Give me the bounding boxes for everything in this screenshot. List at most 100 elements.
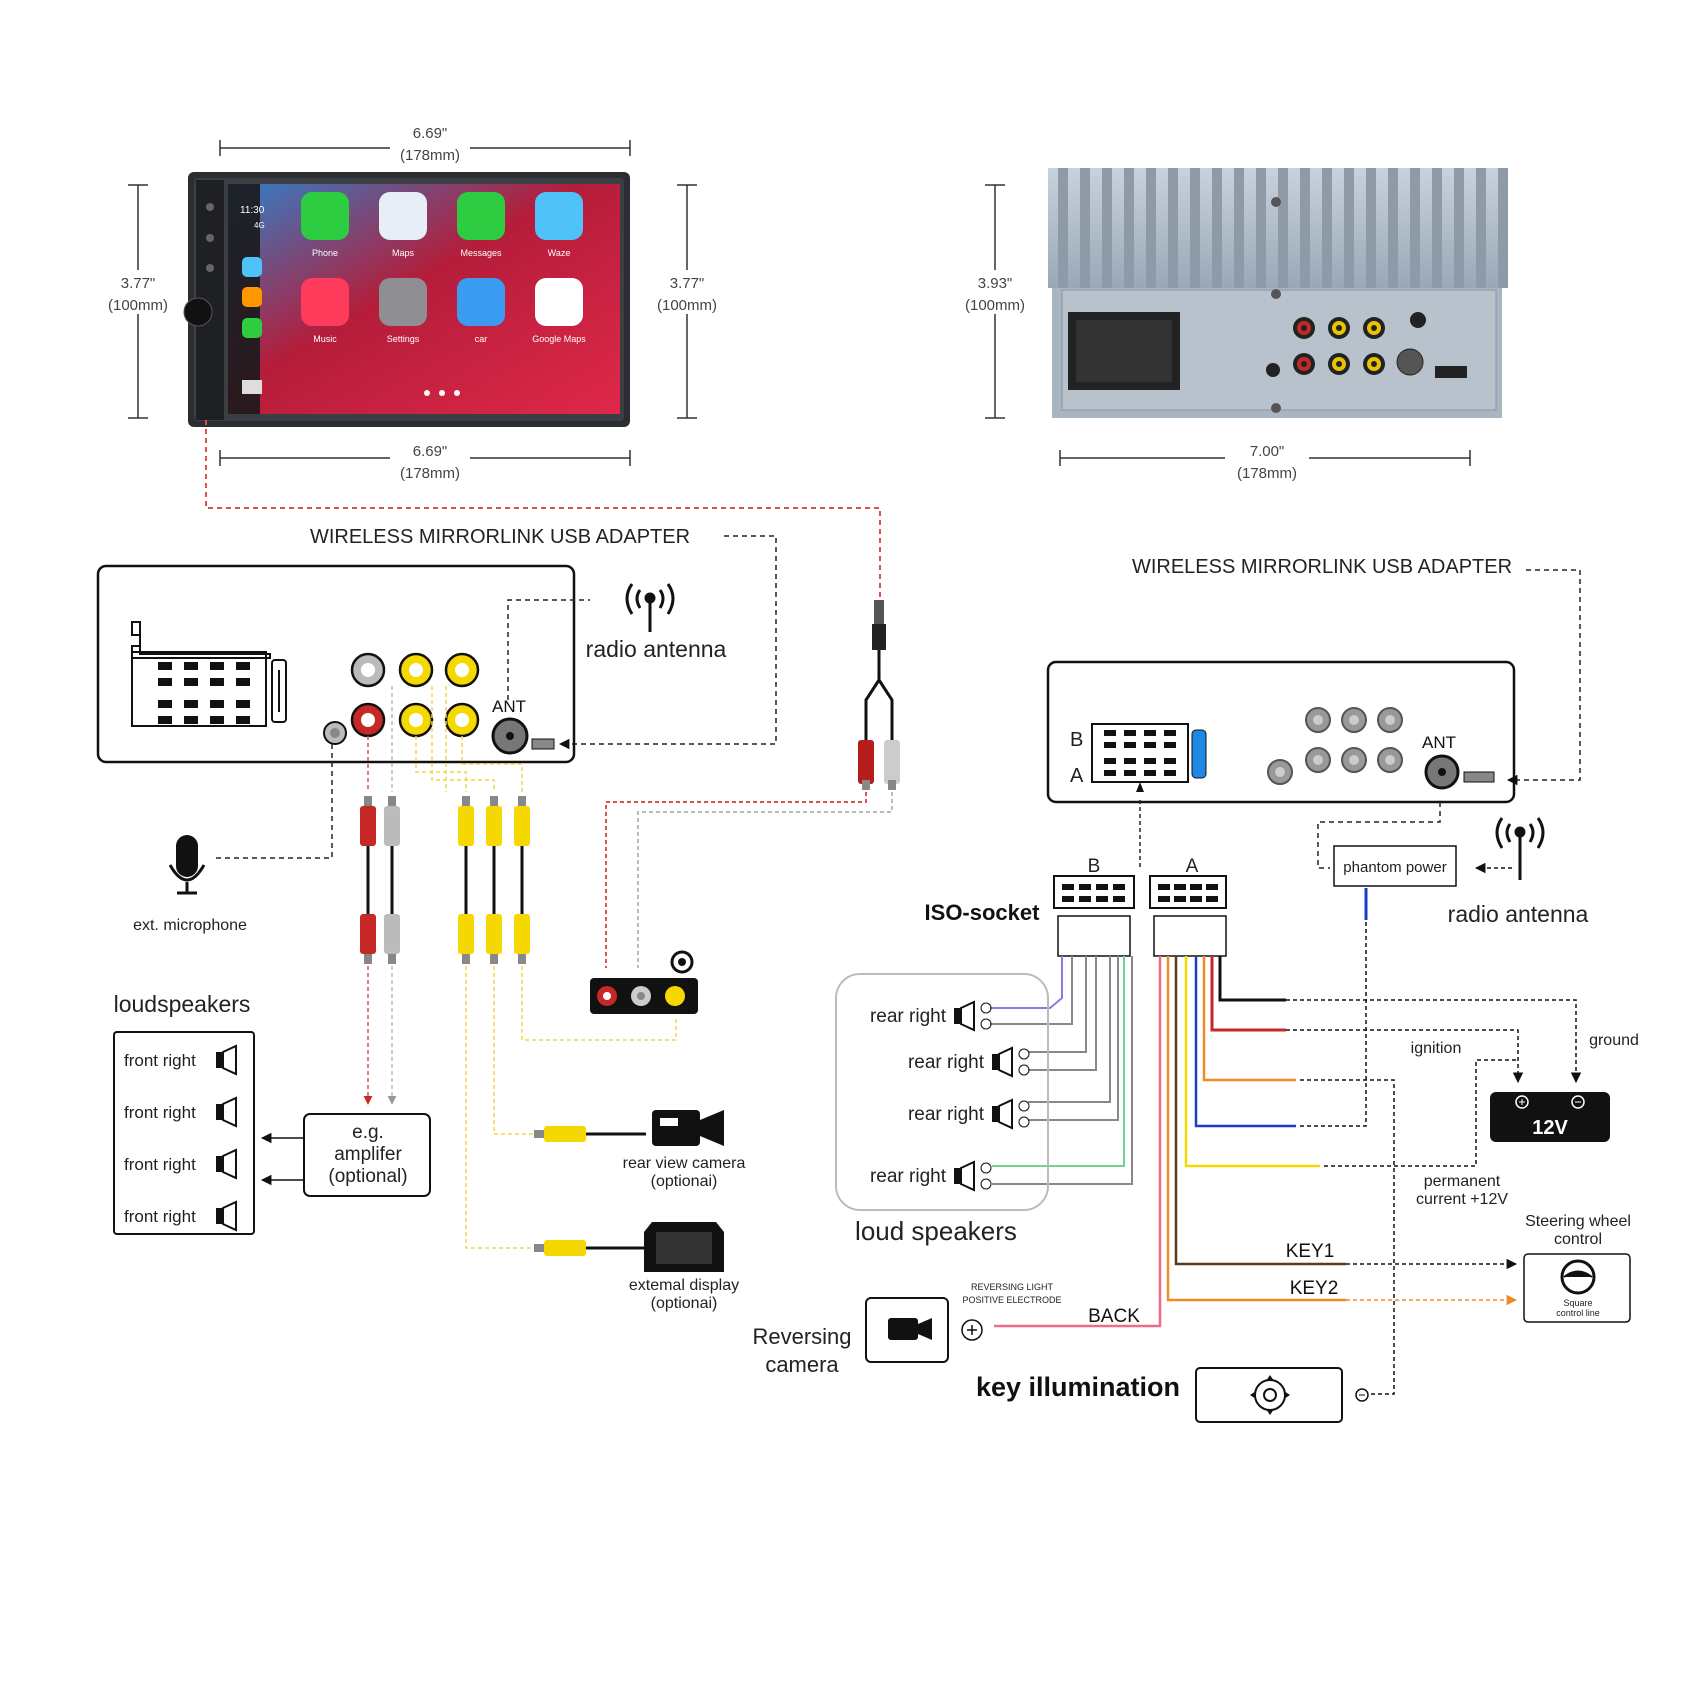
right-rear-panel: B A ANT — [1046, 660, 1516, 804]
back-label: BACK — [1088, 1306, 1140, 1327]
screen-time: 11:30 — [240, 205, 265, 216]
back-width: 7.00" — [1250, 443, 1285, 460]
left-speaker-list: front right front right front right front r… — [124, 1044, 237, 1232]
front-width-top: 6.69" — [413, 125, 448, 142]
app-label: car — [475, 334, 488, 344]
right-speakers-box — [835, 973, 1049, 1211]
music-icon[interactable]: Music — [301, 278, 349, 344]
back-width-mm: (178mm) — [1237, 465, 1297, 482]
left-speaker-label: front right — [124, 1155, 196, 1174]
gear-icon — [1250, 1375, 1290, 1415]
car-icon[interactable]: car — [457, 278, 505, 344]
amp-line-3: (optional) — [328, 1166, 407, 1187]
back-rca-jacks — [1293, 317, 1385, 375]
speaker-icon — [216, 1148, 237, 1180]
amp-line-2: amplifer — [334, 1144, 402, 1165]
key-illumination-box — [1195, 1367, 1343, 1423]
speaker-icon — [992, 1098, 1030, 1130]
app-label: Waze — [548, 248, 571, 258]
back-height-mm: (100mm) — [965, 297, 1025, 314]
video-rca-cables — [415, 686, 677, 1256]
iso-label: ISO-socket — [925, 900, 1041, 925]
settings-icon[interactable]: Settings — [379, 278, 427, 344]
steering-small-1: Square — [1563, 1298, 1592, 1308]
speaker-icon — [216, 1096, 237, 1128]
left-rear-panel: ANT — [96, 564, 576, 764]
ignition-label: ignition — [1411, 1040, 1462, 1057]
phantom-power-label: phantom power — [1343, 859, 1446, 876]
left-speaker-label: front right — [124, 1207, 196, 1226]
right-speaker-label: rear right — [870, 1006, 947, 1027]
usb-cable-dashed — [205, 420, 881, 600]
left-antenna-label: radio antenna — [586, 636, 727, 662]
iso-socket-b — [1053, 875, 1135, 957]
left-ant-label: ANT — [492, 697, 526, 716]
left-iso-connector-icon — [131, 621, 287, 727]
google-maps-icon[interactable]: Google Maps — [532, 278, 586, 344]
speaker-icon — [954, 1000, 992, 1032]
battery-icon — [1490, 1092, 1610, 1142]
back-dim-labels: 3.93" (100mm) 7.00" (178mm) — [953, 270, 1309, 482]
left-speaker-label: front right — [124, 1051, 196, 1070]
speaker-icon — [216, 1044, 237, 1076]
left-loudspeakers-title: loudspeakers — [114, 991, 251, 1017]
right-speaker-label: rear right — [870, 1166, 947, 1187]
key-illumination-label: key illumination — [976, 1372, 1180, 1402]
left-speaker-label: front right — [124, 1103, 196, 1122]
right-adapter-label: WIRELESS MIRRORLINK USB ADAPTER — [1132, 556, 1512, 578]
screen-signal: 4G — [254, 221, 265, 230]
key1-label: KEY1 — [1286, 1241, 1335, 1262]
speaker-icon — [954, 1160, 992, 1192]
right-speaker-label: rear right — [908, 1052, 985, 1073]
speaker-icon — [216, 1200, 237, 1232]
microphone-icon — [168, 835, 206, 895]
right-ant-label: ANT — [1422, 733, 1456, 752]
usb-rca-box — [590, 950, 698, 1014]
waze-icon[interactable]: Waze — [535, 192, 583, 258]
right-conn-a: A — [1070, 765, 1084, 787]
app-label: Maps — [392, 248, 415, 258]
steering-control-box — [1523, 1253, 1631, 1323]
left-speakers-box — [113, 1031, 255, 1235]
speaker-icon — [992, 1046, 1030, 1078]
permanent-label-1: permanent — [1424, 1173, 1501, 1190]
iso-b-label: B — [1088, 856, 1101, 877]
front-width-top-mm: (178mm) — [400, 147, 460, 164]
app-label: Messages — [460, 248, 502, 258]
front-height-left-mm: (100mm) — [108, 297, 168, 314]
rear-camera-label-2: (optionai) — [651, 1173, 718, 1190]
ground-label: ground — [1589, 1032, 1639, 1049]
reversing-light-label-2: POSITIVE ELECTRODE — [962, 1295, 1061, 1305]
battery-label: 12V — [1532, 1117, 1568, 1139]
iso-wires — [990, 920, 1582, 1395]
app-label: Settings — [387, 334, 420, 344]
front-width-bottom: 6.69" — [413, 443, 448, 460]
display-label-1: extemal display — [629, 1277, 739, 1294]
key2-label: KEY2 — [1290, 1278, 1339, 1299]
messages-icon[interactable]: Messages — [457, 192, 505, 258]
app-label: Google Maps — [532, 334, 586, 344]
reversing-light-label-1: REVERSING LIGHT — [971, 1282, 1054, 1292]
steering-label-1: Steering wheel — [1525, 1213, 1631, 1230]
usb-y-adapter — [858, 600, 900, 790]
iso-socket-a — [1149, 875, 1227, 957]
right-antenna-icon — [1495, 817, 1545, 880]
right-antenna-label: radio antenna — [1448, 901, 1589, 927]
permanent-label-2: current +12V — [1416, 1191, 1508, 1208]
phone-icon[interactable]: Phone — [301, 192, 349, 258]
external-display-icon — [644, 1222, 724, 1272]
left-adapter-label: WIRELESS MIRRORLINK USB ADAPTER — [310, 526, 690, 548]
head-unit-back — [1048, 168, 1508, 418]
front-height-right: 3.77" — [670, 275, 705, 292]
maps-icon[interactable]: Maps — [379, 192, 427, 258]
rear-view-camera-icon — [652, 1110, 724, 1146]
front-dim-labels: 6.69" (178mm) 3.77" (100mm) 3.77" (100mm… — [96, 120, 729, 482]
front-width-bottom-mm: (178mm) — [400, 465, 460, 482]
back-height: 3.93" — [978, 275, 1013, 292]
left-antenna-icon — [625, 583, 675, 632]
amplifier-box — [303, 1113, 431, 1197]
right-speaker-label: rear right — [908, 1104, 985, 1125]
